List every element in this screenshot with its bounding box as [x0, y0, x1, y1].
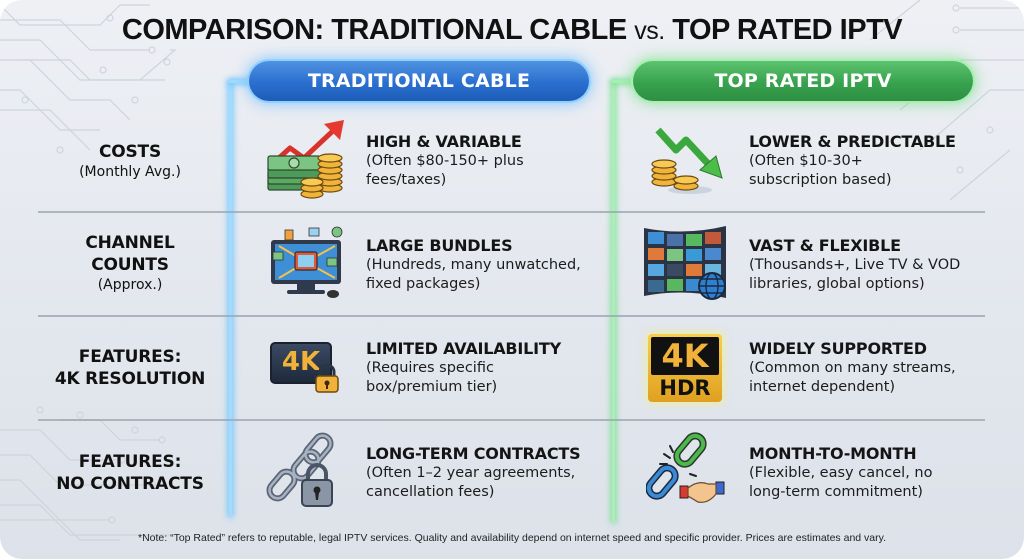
cell-description: box/premium tier) — [366, 379, 498, 395]
cell-description: (Thousands+, Live TV & VOD — [749, 257, 961, 273]
cell-heading: MONTH-TO-MONTH — [749, 444, 917, 463]
cell-description: libraries, global options) — [749, 276, 925, 292]
video-wall-globe-icon — [644, 226, 726, 300]
cell-description: (Often $10-30+ — [749, 153, 863, 169]
row-label-4k-resolution: FEATURES: 4K RESOLUTION — [40, 346, 220, 390]
cell-description: (Often 1–2 year agreements, — [366, 465, 576, 481]
row-label-main: FEATURES: — [78, 452, 182, 472]
coins-falling-arrow-icon — [651, 127, 723, 194]
chain-padlock-icon — [266, 432, 334, 507]
cable-contracts-cell: LONG-TERM CONTRACTS (Often 1–2 year agre… — [366, 444, 581, 502]
iptv-header-connector — [612, 80, 635, 83]
cell-description: (Hundreds, many unwatched, — [366, 257, 581, 273]
row-label-main: CHANNEL — [85, 233, 175, 253]
iptv-contracts-cell: MONTH-TO-MONTH (Flexible, easy cancel, n… — [749, 444, 932, 502]
cell-description: (Flexible, easy cancel, no — [749, 465, 933, 481]
cell-heading: LONG-TERM CONTRACTS — [366, 444, 581, 463]
cell-description: internet dependent) — [749, 379, 896, 395]
column-header-top-rated-iptv: TOP RATED IPTV — [633, 61, 973, 101]
title-right-text: TOP RATED IPTV — [672, 14, 903, 46]
row-label-sub: (Monthly Avg.) — [79, 164, 181, 180]
row-label-no-contracts: FEATURES: NO CONTRACTS — [40, 451, 220, 495]
4k-text: 4K — [281, 347, 321, 377]
row-label-sub: (Approx.) — [97, 277, 163, 293]
cable-header-connector — [229, 80, 251, 83]
cable-column-line — [229, 82, 232, 516]
row-divider — [38, 211, 985, 213]
4k-text: 4K — [661, 337, 709, 375]
cable-channels-cell: LARGE BUNDLES (Hundreds, many unwatched,… — [366, 236, 581, 294]
cell-description: fees/taxes) — [366, 172, 447, 188]
row-divider — [38, 315, 985, 317]
padlock-icon — [315, 364, 339, 393]
cell-heading: LOWER & PREDICTABLE — [749, 132, 956, 151]
cell-description: (Often $80-150+ plus — [366, 153, 524, 169]
cluttered-tv-icon — [271, 226, 343, 298]
row-label-costs: COSTS (Monthly Avg.) — [40, 141, 220, 181]
cell-description: long-term commitment) — [749, 484, 923, 500]
iptv-4k-cell: WIDELY SUPPORTED (Common on many streams… — [749, 339, 956, 397]
cell-description: subscription based) — [749, 172, 892, 188]
row-label-main: COUNTS — [91, 255, 169, 275]
cell-description: fixed packages) — [366, 276, 481, 292]
iptv-column-line — [612, 82, 615, 522]
row-label-main: COSTS — [98, 142, 161, 162]
cell-description: (Requires specific — [366, 360, 494, 376]
row-label-main: NO CONTRACTS — [56, 474, 204, 494]
column-header-traditional-cable: TRADITIONAL CABLE — [249, 61, 589, 101]
cell-heading: LARGE BUNDLES — [366, 236, 513, 255]
4k-hdr-badge-icon: 4K HDR — [648, 334, 722, 402]
cell-heading: WIDELY SUPPORTED — [749, 339, 927, 358]
cable-4k-cell: LIMITED AVAILABILITY (Requires specific … — [366, 339, 561, 397]
cell-description: cancellation fees) — [366, 484, 495, 500]
title-left-text: COMPARISON: TRADITIONAL CABLE — [121, 14, 627, 46]
cell-heading: VAST & FLEXIBLE — [749, 236, 901, 255]
cell-heading: LIMITED AVAILABILITY — [366, 339, 562, 358]
row-label-main: FEATURES: — [78, 347, 182, 367]
broken-chain-handshake-icon — [646, 432, 725, 503]
page-title: COMPARISON: TRADITIONAL CABLE vs. TOP RA… — [0, 14, 1024, 47]
row-label-main: 4K RESOLUTION — [54, 369, 206, 389]
money-rising-arrow-icon — [267, 120, 344, 199]
row-label-channel-counts: CHANNEL COUNTS (Approx.) — [40, 232, 220, 294]
4k-locked-icon: 4K — [270, 342, 339, 393]
cable-costs-cell: HIGH & VARIABLE (Often $80-150+ plus fee… — [366, 132, 524, 190]
cell-description: (Common on many streams, — [749, 360, 956, 376]
cell-heading: HIGH & VARIABLE — [366, 132, 522, 151]
hdr-text: HDR — [659, 376, 711, 400]
footnote: *Note: “Top Rated” refers to reputable, … — [137, 532, 887, 544]
title-vs-text: vs. — [634, 17, 665, 45]
row-divider — [38, 419, 985, 421]
iptv-costs-cell: LOWER & PREDICTABLE (Often $10-30+ subsc… — [749, 132, 956, 190]
iptv-channels-cell: VAST & FLEXIBLE (Thousands+, Live TV & V… — [749, 236, 960, 294]
